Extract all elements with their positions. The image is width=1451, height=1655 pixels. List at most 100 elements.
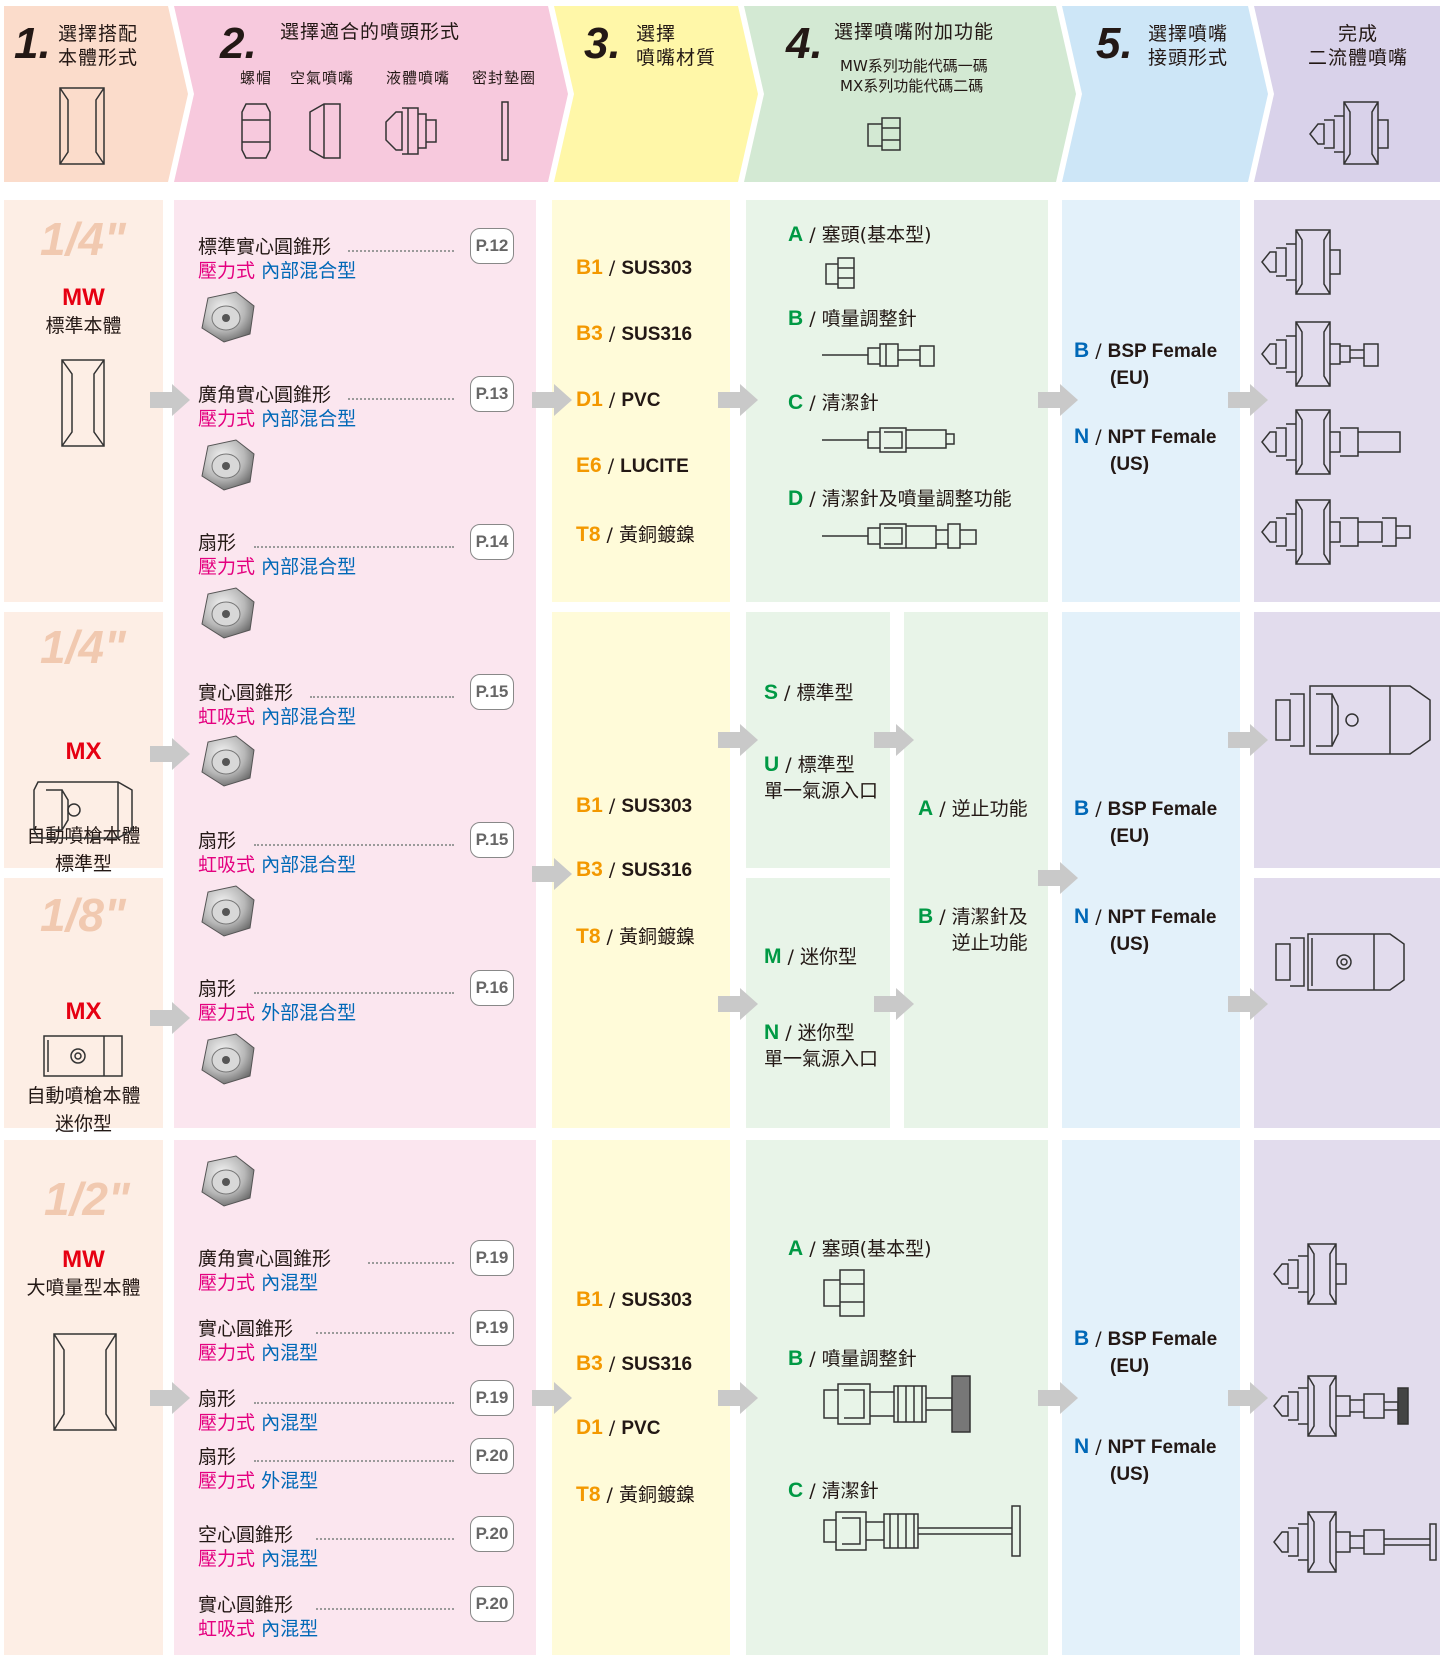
connection-npt[interactable]: N / NPT Female(US) bbox=[1074, 1435, 1217, 1485]
material-code: B3 bbox=[576, 322, 603, 345]
material-option[interactable]: D1 / PVC bbox=[576, 388, 661, 411]
function-mx-a[interactable]: A / 逆止功能 bbox=[918, 797, 1028, 820]
nozzle-parts-diagram bbox=[241, 101, 509, 161]
page-ref-badge[interactable]: P.15 bbox=[470, 674, 514, 710]
page-ref-badge[interactable]: P.19 bbox=[470, 1310, 514, 1346]
page-ref-badge[interactable]: P.19 bbox=[470, 1380, 514, 1416]
func-col-mw bbox=[746, 200, 1048, 602]
step4-title: 選擇噴嘴附加功能 bbox=[834, 21, 995, 43]
assembled-nozzle-a-icon bbox=[1261, 229, 1341, 295]
function-big-a[interactable]: A / 塞頭(基本型) bbox=[788, 1237, 932, 1260]
page-ref-badge[interactable]: P.12 bbox=[470, 228, 514, 264]
plug-icon bbox=[823, 1269, 865, 1317]
nozzle-tip-image bbox=[201, 291, 255, 343]
conn-col-mw bbox=[1062, 200, 1240, 602]
function-c[interactable]: C / 清潔針 bbox=[788, 391, 879, 414]
function-big-b[interactable]: B / 噴量調整針 bbox=[788, 1347, 917, 1370]
function-b[interactable]: B / 噴量調整針 bbox=[788, 307, 917, 330]
func-col-big bbox=[746, 1140, 1048, 1655]
function-mx-b[interactable]: B / 清潔針及 逆止功能 bbox=[918, 905, 1028, 954]
dotted-leader bbox=[368, 1262, 454, 1264]
body-label: 大噴量型本體 bbox=[26, 1277, 141, 1299]
series-label: MW bbox=[62, 284, 105, 311]
dotted-leader bbox=[254, 992, 454, 994]
dotted-leader bbox=[310, 696, 454, 698]
step2-title: 選擇適合的噴頭形式 bbox=[280, 21, 461, 43]
material-option[interactable]: T8 / 黃銅鍍鎳 bbox=[576, 523, 696, 546]
dotted-leader bbox=[316, 1332, 454, 1334]
nozzle-tip-image bbox=[201, 885, 255, 937]
mix-type: 內混型 bbox=[261, 1548, 319, 1570]
connection-npt[interactable]: N / NPT Female(US) bbox=[1074, 905, 1217, 955]
page-ref-badge[interactable]: P.15 bbox=[470, 822, 514, 858]
dotted-leader bbox=[348, 250, 454, 252]
tip-type: 壓力式 內混型 bbox=[198, 1544, 318, 1571]
mix-method: 壓力式 bbox=[198, 1470, 256, 1492]
function-big-c[interactable]: C / 清潔針 bbox=[788, 1479, 879, 1502]
function-a[interactable]: A / 塞頭(基本型) bbox=[788, 223, 932, 246]
body-label: 標準本體 bbox=[45, 315, 122, 337]
step-header-bar bbox=[4, 6, 1440, 182]
mix-type: 內混型 bbox=[261, 1272, 319, 1294]
connection-npt[interactable]: N / NPT Female(US) bbox=[1074, 425, 1217, 475]
mix-method: 虹吸式 bbox=[198, 1618, 256, 1640]
function-u[interactable]: U / 標準型 單一氣源入口 bbox=[764, 753, 879, 802]
page-ref-badge[interactable]: P.14 bbox=[470, 524, 514, 560]
assembled-nozzle-b-icon bbox=[1261, 321, 1379, 387]
function-s[interactable]: S / 標準型 bbox=[764, 681, 854, 704]
material-name: SUS303 bbox=[621, 1290, 693, 1311]
step1-chevron bbox=[4, 6, 188, 182]
tip-type: 壓力式 外混型 bbox=[198, 1466, 318, 1493]
material-code: E6 bbox=[576, 454, 602, 477]
body-col-mx18 bbox=[4, 878, 163, 1128]
material-option[interactable]: T8 / 黃銅鍍鎳 bbox=[576, 925, 696, 948]
material-option[interactable]: B3 / SUS316 bbox=[576, 322, 693, 345]
material-option[interactable]: B1 / SUS303 bbox=[576, 1288, 693, 1311]
material-option[interactable]: B3 / SUS316 bbox=[576, 1352, 693, 1375]
page-ref-badge[interactable]: P.16 bbox=[470, 970, 514, 1006]
page-ref-badge[interactable]: P.20 bbox=[470, 1438, 514, 1474]
liquid-nozzle-icon bbox=[385, 107, 437, 155]
page-ref-badge[interactable]: P.20 bbox=[470, 1516, 514, 1552]
part-label-cap: 螺帽 bbox=[240, 69, 273, 87]
assembled-mx-mini-icon bbox=[1275, 933, 1405, 991]
step4-note-mx: MX系列功能代碼二碼 bbox=[840, 77, 984, 95]
material-option[interactable]: B1 / SUS303 bbox=[576, 794, 693, 817]
body-col-mx14 bbox=[4, 612, 163, 868]
mix-type: 外混型 bbox=[261, 1470, 319, 1492]
plug-icon bbox=[825, 257, 855, 289]
mix-type: 內部混合型 bbox=[261, 556, 357, 578]
material-option[interactable]: B1 / SUS303 bbox=[576, 256, 693, 279]
conn-col-big bbox=[1062, 1140, 1240, 1655]
tip-type: 虹吸式 內部混合型 bbox=[198, 850, 356, 877]
function-d[interactable]: D / 清潔針及噴量調整功能 bbox=[788, 487, 1012, 510]
material-name: 黃銅鍍鎳 bbox=[619, 926, 696, 948]
step6-chevron bbox=[1254, 6, 1440, 182]
mix-method: 壓力式 bbox=[198, 1412, 256, 1434]
assembled-nozzle-c-icon bbox=[1261, 409, 1401, 475]
body-col-mw14 bbox=[4, 200, 163, 602]
function-m[interactable]: M / 迷你型 bbox=[764, 945, 857, 968]
size-label: 1/2" bbox=[44, 1173, 130, 1225]
page-ref-badge[interactable]: P.19 bbox=[470, 1240, 514, 1276]
connection-bsp[interactable]: B / BSP Female(EU) bbox=[1074, 1327, 1218, 1377]
connection-bsp[interactable]: B / BSP Female(EU) bbox=[1074, 339, 1218, 389]
page-ref-badge[interactable]: P.13 bbox=[470, 376, 514, 412]
material-code: B1 bbox=[576, 794, 603, 817]
mix-method: 虹吸式 bbox=[198, 854, 256, 876]
page-ref-badge[interactable]: P.20 bbox=[470, 1586, 514, 1622]
tip-name: 廣角實心圓錐形 bbox=[198, 384, 332, 406]
material-option[interactable]: T8 / 黃銅鍍鎳 bbox=[576, 1483, 696, 1506]
material-code: T8 bbox=[576, 925, 601, 948]
mix-type: 外部混合型 bbox=[261, 1002, 357, 1024]
material-option[interactable]: D1 / PVC bbox=[576, 1416, 661, 1439]
connection-bsp[interactable]: B / BSP Female(EU) bbox=[1074, 797, 1218, 847]
adjust-needle-knob-icon bbox=[823, 1375, 971, 1433]
cleaning-needle-knob-icon bbox=[823, 1505, 1021, 1557]
material-option[interactable]: B3 / SUS316 bbox=[576, 858, 693, 881]
function-n[interactable]: N / 迷你型 單一氣源入口 bbox=[764, 1021, 879, 1070]
material-name: 黃銅鍍鎳 bbox=[619, 524, 696, 546]
material-option[interactable]: E6 / LUCITE bbox=[576, 454, 689, 477]
step6-title: 完成 二流體噴嘴 bbox=[1307, 23, 1408, 69]
dotted-leader bbox=[316, 1608, 454, 1610]
